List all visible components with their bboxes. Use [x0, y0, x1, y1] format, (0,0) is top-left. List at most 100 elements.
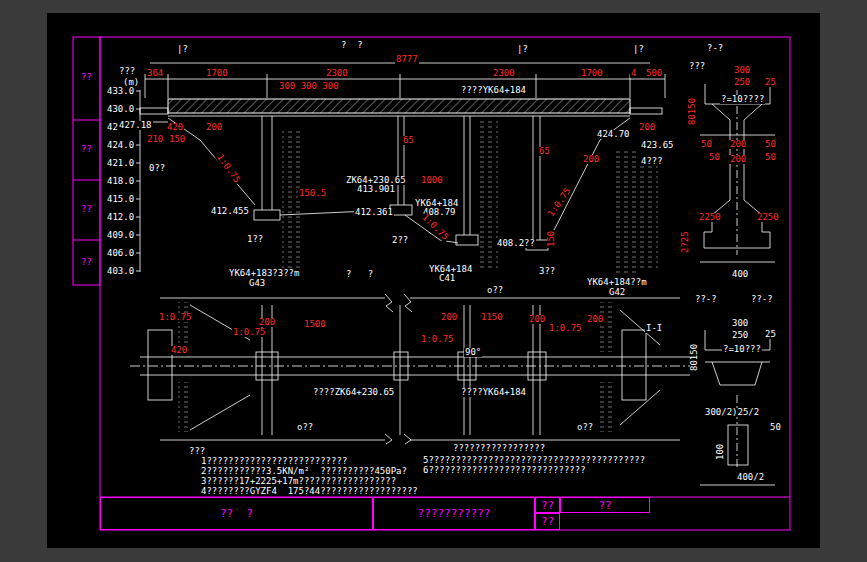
- drawing-label: 300: [733, 66, 751, 75]
- drawing-label: 2?25: [681, 230, 690, 254]
- drawing-label: ?????????????????: [452, 444, 546, 453]
- drawing-label: ??: [80, 205, 93, 214]
- drawing-label: 8777: [395, 55, 419, 64]
- title-text: ???????????: [418, 508, 491, 519]
- drawing-label: 1000: [420, 176, 444, 185]
- drawing-label: 6?????????????????????????????: [422, 466, 587, 475]
- drawing-label: o??: [296, 423, 314, 432]
- drawing-label: ??: [80, 145, 93, 154]
- drawing-label: 4????????GYZF4 175?44??????????????????: [200, 487, 419, 496]
- drawing-label: 2300: [325, 69, 349, 78]
- drawing-label: ZK64+230.65: [345, 176, 407, 185]
- drawing-label: ? ?: [340, 41, 364, 50]
- drawing-label: 80150: [690, 343, 699, 372]
- drawing-label: 250: [731, 331, 749, 340]
- title-text: ?? ?: [220, 508, 253, 519]
- drawing-label: 90°: [464, 348, 482, 357]
- drawing-label: 412.455: [210, 207, 250, 216]
- drawing-label: 1??: [246, 235, 264, 244]
- drawing-label: 1150: [480, 313, 504, 322]
- drawing-label: ?=10???: [722, 345, 762, 354]
- drawing-label: 1700: [205, 69, 229, 78]
- drawing-label: 200: [258, 318, 276, 327]
- drawing-label: 2250: [698, 213, 722, 222]
- drawing-label: 80150: [688, 97, 697, 126]
- drawing-label: YK64+183?3??m: [228, 269, 300, 278]
- drawing-label: 200: [440, 313, 458, 322]
- drawing-label: 200: [729, 155, 747, 164]
- drawing-label: 200: [586, 315, 604, 324]
- drawing-label: 150: [547, 230, 556, 248]
- drawing-label: 364: [146, 69, 164, 78]
- drawing-label: 200: [729, 140, 747, 149]
- title-text: ??: [598, 500, 611, 511]
- drawing-label: 50: [769, 423, 782, 432]
- drawing-label: 420: [170, 346, 188, 355]
- drawing-label: 427.18: [118, 121, 153, 130]
- drawing-label: 420: [166, 123, 184, 132]
- drawing-label: 200: [582, 155, 600, 164]
- drawing-label: 2250: [756, 213, 780, 222]
- drawing-label: 408.2??: [496, 239, 536, 248]
- drawing-label: 421.0: [106, 159, 135, 168]
- drawing-label: ??: [80, 258, 93, 267]
- drawing-label: 0??: [148, 164, 166, 173]
- drawing-label: 200: [528, 315, 546, 324]
- drawing-label: 409.0: [106, 231, 135, 240]
- drawing-label: 1:0.75: [158, 313, 193, 322]
- drawing-label: ????YK64+184: [460, 86, 527, 95]
- drawing-label: 400: [731, 270, 749, 279]
- drawing-label: 100: [716, 443, 725, 461]
- drawing-label: 200: [638, 123, 656, 132]
- drawing-label: 412.361: [354, 208, 394, 217]
- drawing-label: ??-?: [694, 295, 718, 304]
- drawing-label: 150: [168, 135, 186, 144]
- drawing-label: 415.0: [106, 195, 135, 204]
- title-block-cell: ???????????: [373, 497, 535, 530]
- drawing-label: 50: [708, 153, 721, 162]
- drawing-label: |?: [516, 45, 529, 54]
- title-block-cell: ??: [560, 497, 650, 513]
- drawing-label: o??: [576, 423, 594, 432]
- drawing-label: G42: [608, 288, 626, 297]
- drawing-label: G43: [248, 279, 266, 288]
- drawing-label: ? ?: [345, 270, 374, 279]
- drawing-label: 500: [645, 69, 663, 78]
- drawing-label: 25: [764, 78, 777, 87]
- drawing-label: 3??????17+2225+17m??????????????????: [200, 477, 397, 486]
- drawing-label: 50: [700, 140, 713, 149]
- drawing-label: 2???????????3.5KN/m² ??????????450Pa?: [200, 467, 408, 476]
- drawing-label: |?: [176, 45, 189, 54]
- drawing-label: 1:0.75: [232, 328, 267, 337]
- drawing-label: ????ZK64+230.65: [312, 388, 395, 397]
- drawing-label: 3??: [538, 267, 556, 276]
- drawing-label: 1:0.75: [548, 324, 583, 333]
- drawing-label: 412.0: [106, 213, 135, 222]
- drawing-label: ?=10????: [720, 95, 765, 104]
- drawing-label: 1:0.75: [420, 335, 455, 344]
- drawing-label: 4???: [640, 157, 664, 166]
- title-text: ??: [541, 500, 554, 511]
- drawing-label: 1500: [303, 320, 327, 329]
- drawing-label: ?-?: [706, 44, 724, 53]
- drawing-label: 418.0: [106, 177, 135, 186]
- drawing-label: 210: [146, 135, 164, 144]
- drawing-label: 65: [402, 136, 415, 145]
- title-text: ??: [541, 516, 554, 527]
- drawing-label: ???: [188, 447, 206, 456]
- title-block-cell: ?? ?: [100, 497, 373, 530]
- drawing-label: ??-?: [750, 295, 774, 304]
- drawing-label: (m): [122, 78, 140, 87]
- drawing-label: 430.0: [106, 105, 135, 114]
- drawing-label: 300/2)25/2: [704, 408, 760, 417]
- drawing-label: 250: [733, 78, 751, 87]
- drawing-label: YK64+184: [414, 199, 459, 208]
- drawing-label: 403.0: [106, 267, 135, 276]
- drawing-label: ???: [118, 67, 136, 76]
- drawing-label: ???: [688, 62, 706, 71]
- drawing-label: 5???????????????????????????????????????…: [422, 456, 646, 465]
- drawing-label: 424.70: [596, 130, 631, 139]
- drawing-label: 1??????????????????????????: [200, 457, 348, 466]
- drawing-label: 150.5: [298, 189, 327, 198]
- drawing-label: 406.0: [106, 249, 135, 258]
